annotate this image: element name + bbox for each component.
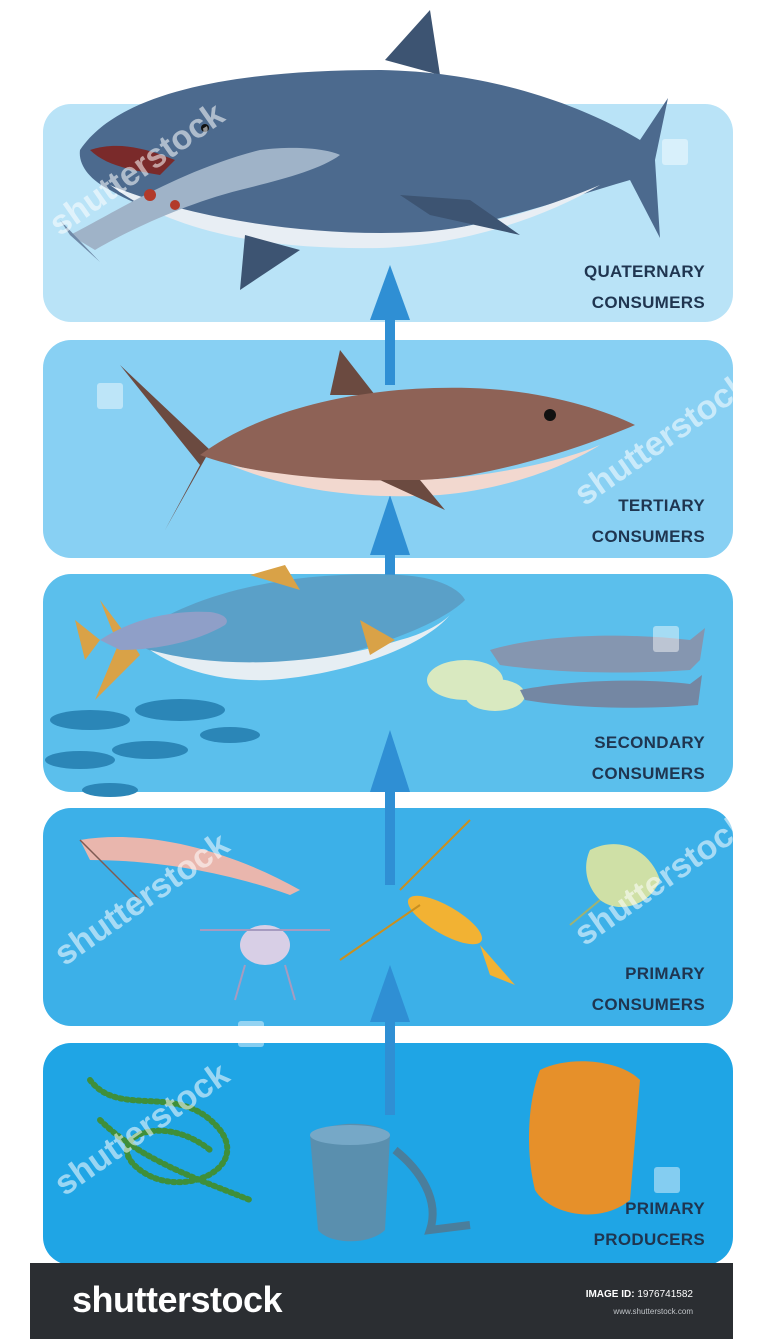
image-id: IMAGE ID: 1976741582 — [586, 1289, 693, 1300]
arrow-secondary-to-tertiary — [370, 495, 410, 585]
image-id-value: 1976741582 — [637, 1289, 693, 1300]
copepod-nauplius — [200, 925, 330, 1000]
great-white-shark — [80, 10, 668, 290]
arrow-primary-to-secondary — [370, 730, 410, 885]
shutterstock-logo[interactable]: shutterstock — [72, 1279, 282, 1321]
arrow-tertiary-to-quaternary — [370, 265, 410, 385]
shutterstock-footer: shutterstock IMAGE ID: 1976741582 www.sh… — [30, 1263, 733, 1339]
krill — [80, 837, 300, 900]
fish-school-silhouettes — [45, 699, 260, 797]
image-id-label: IMAGE ID: — [586, 1289, 635, 1300]
copepod — [340, 820, 515, 985]
diatom-cylinder — [310, 1124, 470, 1242]
site-url[interactable]: www.shutterstock.com — [613, 1307, 693, 1316]
fish-eggs — [427, 660, 525, 711]
cyanobacteria-chain — [90, 1080, 250, 1200]
arrow-producers-to-primary — [370, 965, 410, 1115]
amphipod — [570, 844, 660, 925]
mako-shark — [120, 350, 635, 530]
diatom-triangle — [529, 1061, 640, 1214]
